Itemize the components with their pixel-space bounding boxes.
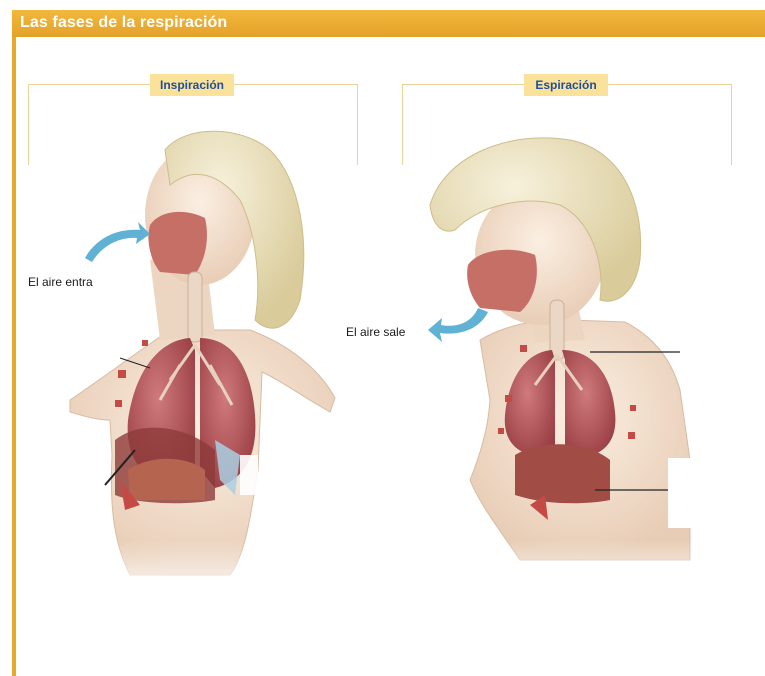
expiration-figure: [430, 138, 690, 560]
expiration-label: Espiración: [524, 74, 608, 96]
air-out-caption: El aire sale: [346, 325, 405, 339]
inspiration-label: Inspiración: [150, 74, 234, 96]
air-in-arrow: [85, 222, 150, 262]
air-out-arrow: [428, 308, 488, 342]
air-in-caption: El aire entra: [28, 275, 93, 289]
inspiration-figure: [70, 131, 335, 575]
